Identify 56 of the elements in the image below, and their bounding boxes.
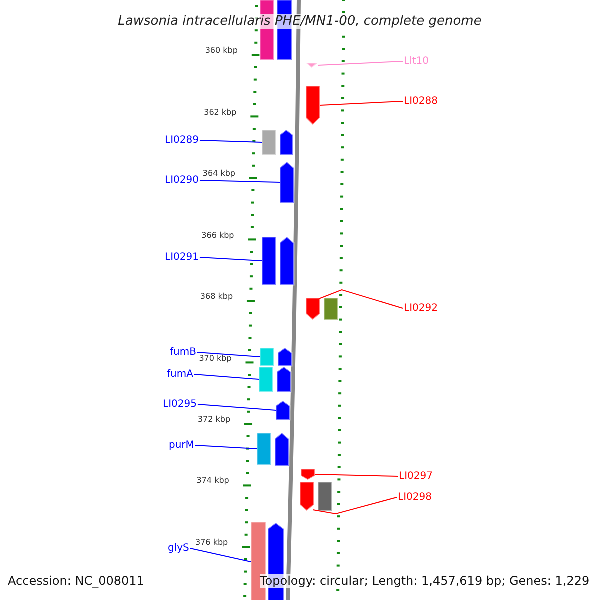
gene-block bbox=[262, 237, 276, 285]
leader-line bbox=[194, 445, 258, 450]
gene-block bbox=[262, 130, 276, 155]
scale-label: 376 kbp bbox=[194, 538, 228, 547]
leader-line bbox=[199, 257, 262, 262]
gene-label: LI0298 bbox=[398, 492, 432, 503]
gene-block bbox=[260, 348, 274, 366]
gene-feature bbox=[276, 401, 290, 420]
gene-label: LI0290 bbox=[165, 175, 199, 186]
leader-line bbox=[197, 404, 276, 411]
genome-info-text: Topology: circular; Length: 1,457,619 bp; Genes: 1,229 bbox=[260, 574, 590, 588]
leader-line bbox=[312, 497, 398, 515]
gene-label: glyS bbox=[168, 543, 190, 554]
accession-text: Accession: NC_008011 bbox=[8, 574, 144, 588]
gene-feature bbox=[306, 86, 320, 125]
gene-label: LI0295 bbox=[163, 399, 197, 410]
scale-label: 370 kbp bbox=[198, 354, 232, 363]
scale-label: 374 kbp bbox=[196, 476, 230, 485]
gene-label: LI0289 bbox=[165, 135, 199, 146]
leader-line bbox=[320, 101, 404, 106]
gene-label: LI0291 bbox=[165, 252, 199, 263]
gene-feature bbox=[280, 162, 294, 203]
scale-label: 362 kbp bbox=[203, 108, 237, 117]
gene-feature bbox=[275, 433, 289, 466]
gene-label: fumB bbox=[170, 347, 196, 358]
gene-feature bbox=[278, 348, 292, 366]
gene-feature bbox=[306, 298, 320, 320]
gene-block bbox=[257, 433, 271, 465]
gene-block bbox=[324, 298, 338, 320]
gene-label: LI0292 bbox=[404, 303, 438, 314]
gene-label: purM bbox=[169, 440, 194, 451]
gene-block bbox=[259, 367, 273, 392]
leader-line bbox=[318, 289, 404, 309]
gene-feature bbox=[280, 130, 293, 155]
scale-label: 366 kbp bbox=[200, 231, 234, 240]
gene-feature bbox=[306, 63, 318, 68]
leader-line bbox=[194, 374, 260, 380]
scale-label: 372 kbp bbox=[196, 415, 231, 424]
leader-line bbox=[199, 180, 280, 183]
scale-label: 364 kbp bbox=[202, 169, 236, 178]
gene-label: LI0297 bbox=[399, 471, 433, 482]
leader-line bbox=[190, 548, 252, 562]
leader-line bbox=[199, 140, 262, 143]
diagram-title: Lawsonia intracellularis PHE/MN1-00, complete genome bbox=[118, 14, 482, 29]
gene-label: fumA bbox=[167, 369, 194, 380]
scale-label: 368 kbp bbox=[199, 292, 234, 301]
gene-label: Llt10 bbox=[404, 56, 429, 67]
leader-line bbox=[196, 352, 260, 358]
gene-label: LI0288 bbox=[404, 96, 438, 107]
gene-block bbox=[318, 482, 332, 511]
leader-line bbox=[318, 61, 404, 66]
gene-feature bbox=[280, 237, 294, 285]
leader-line bbox=[314, 474, 398, 477]
gene-feature bbox=[300, 482, 314, 511]
gene-feature bbox=[277, 367, 291, 392]
scale-label: 360 kbp bbox=[204, 46, 238, 55]
